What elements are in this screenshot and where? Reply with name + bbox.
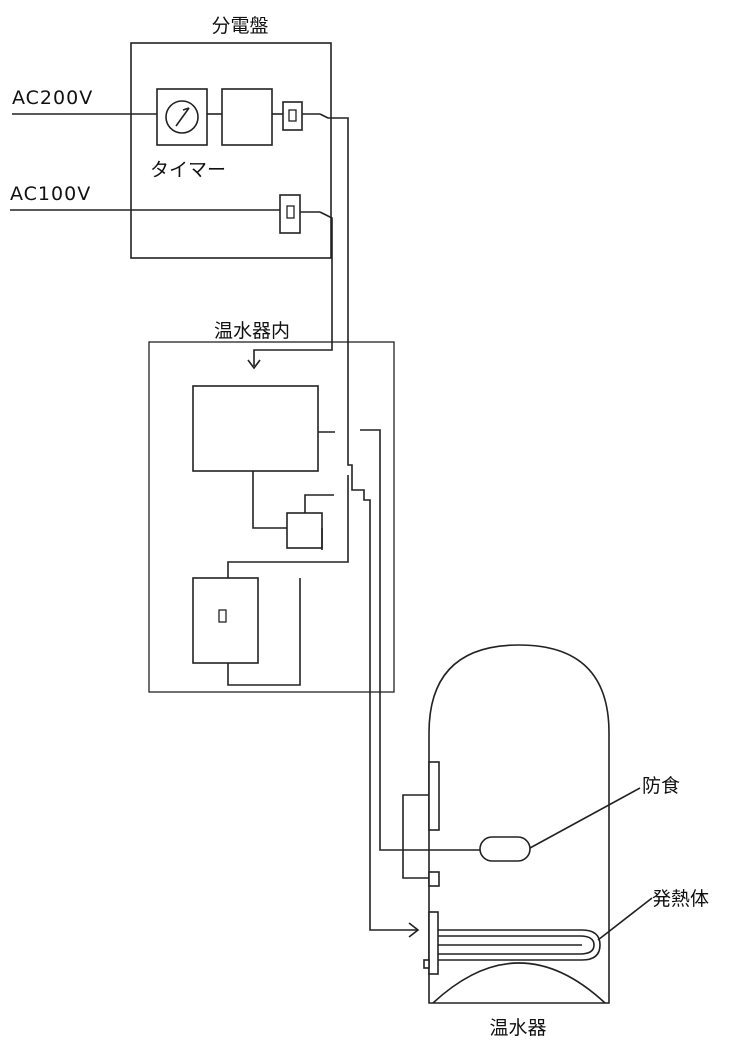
controller-box [192, 385, 319, 472]
heating-element-leader [597, 897, 653, 941]
contactor-indicator [218, 609, 227, 623]
distribution-panel-box [130, 42, 332, 259]
water-heater-tank: 防食 発熱体 温水器 [360, 429, 709, 1039]
tank-body [428, 644, 610, 1004]
panel-to-unit-wires [247, 113, 420, 938]
relay-box [286, 512, 323, 549]
breaker-2-knob [286, 205, 295, 219]
anticorrosion-anode [479, 836, 531, 862]
heating-element-label: 発熱体 [652, 888, 709, 910]
breaker-1-knob [288, 109, 297, 122]
panel-switch-box [221, 88, 273, 146]
timer-label: タイマー [150, 159, 226, 181]
heater-unit: 温水器内 [148, 320, 395, 693]
water-heater-label: 温水器 [489, 1017, 546, 1039]
terminal-small [428, 871, 440, 887]
ac100v-label: AC100V [10, 183, 91, 205]
anticorrosion-leader [529, 787, 641, 849]
heating-element-inner [438, 935, 595, 955]
distribution-panel: 分電盤 AC200V タイマー AC100V [10, 15, 332, 259]
terminal-block [428, 761, 440, 831]
ac200v-label: AC200V [12, 87, 93, 109]
distribution-panel-label: 分電盤 [211, 15, 268, 37]
heating-element-flange [428, 911, 439, 975]
breaker-2 [279, 194, 301, 234]
tank-bottom-curve [432, 962, 606, 1004]
heater-inside-label: 温水器内 [214, 320, 290, 342]
heating-element-outer [438, 929, 601, 961]
heater-unit-box [148, 341, 395, 693]
anticorrosion-label: 防食 [642, 775, 680, 797]
timer-dial-icon [165, 100, 199, 134]
breaker-1 [282, 101, 303, 131]
